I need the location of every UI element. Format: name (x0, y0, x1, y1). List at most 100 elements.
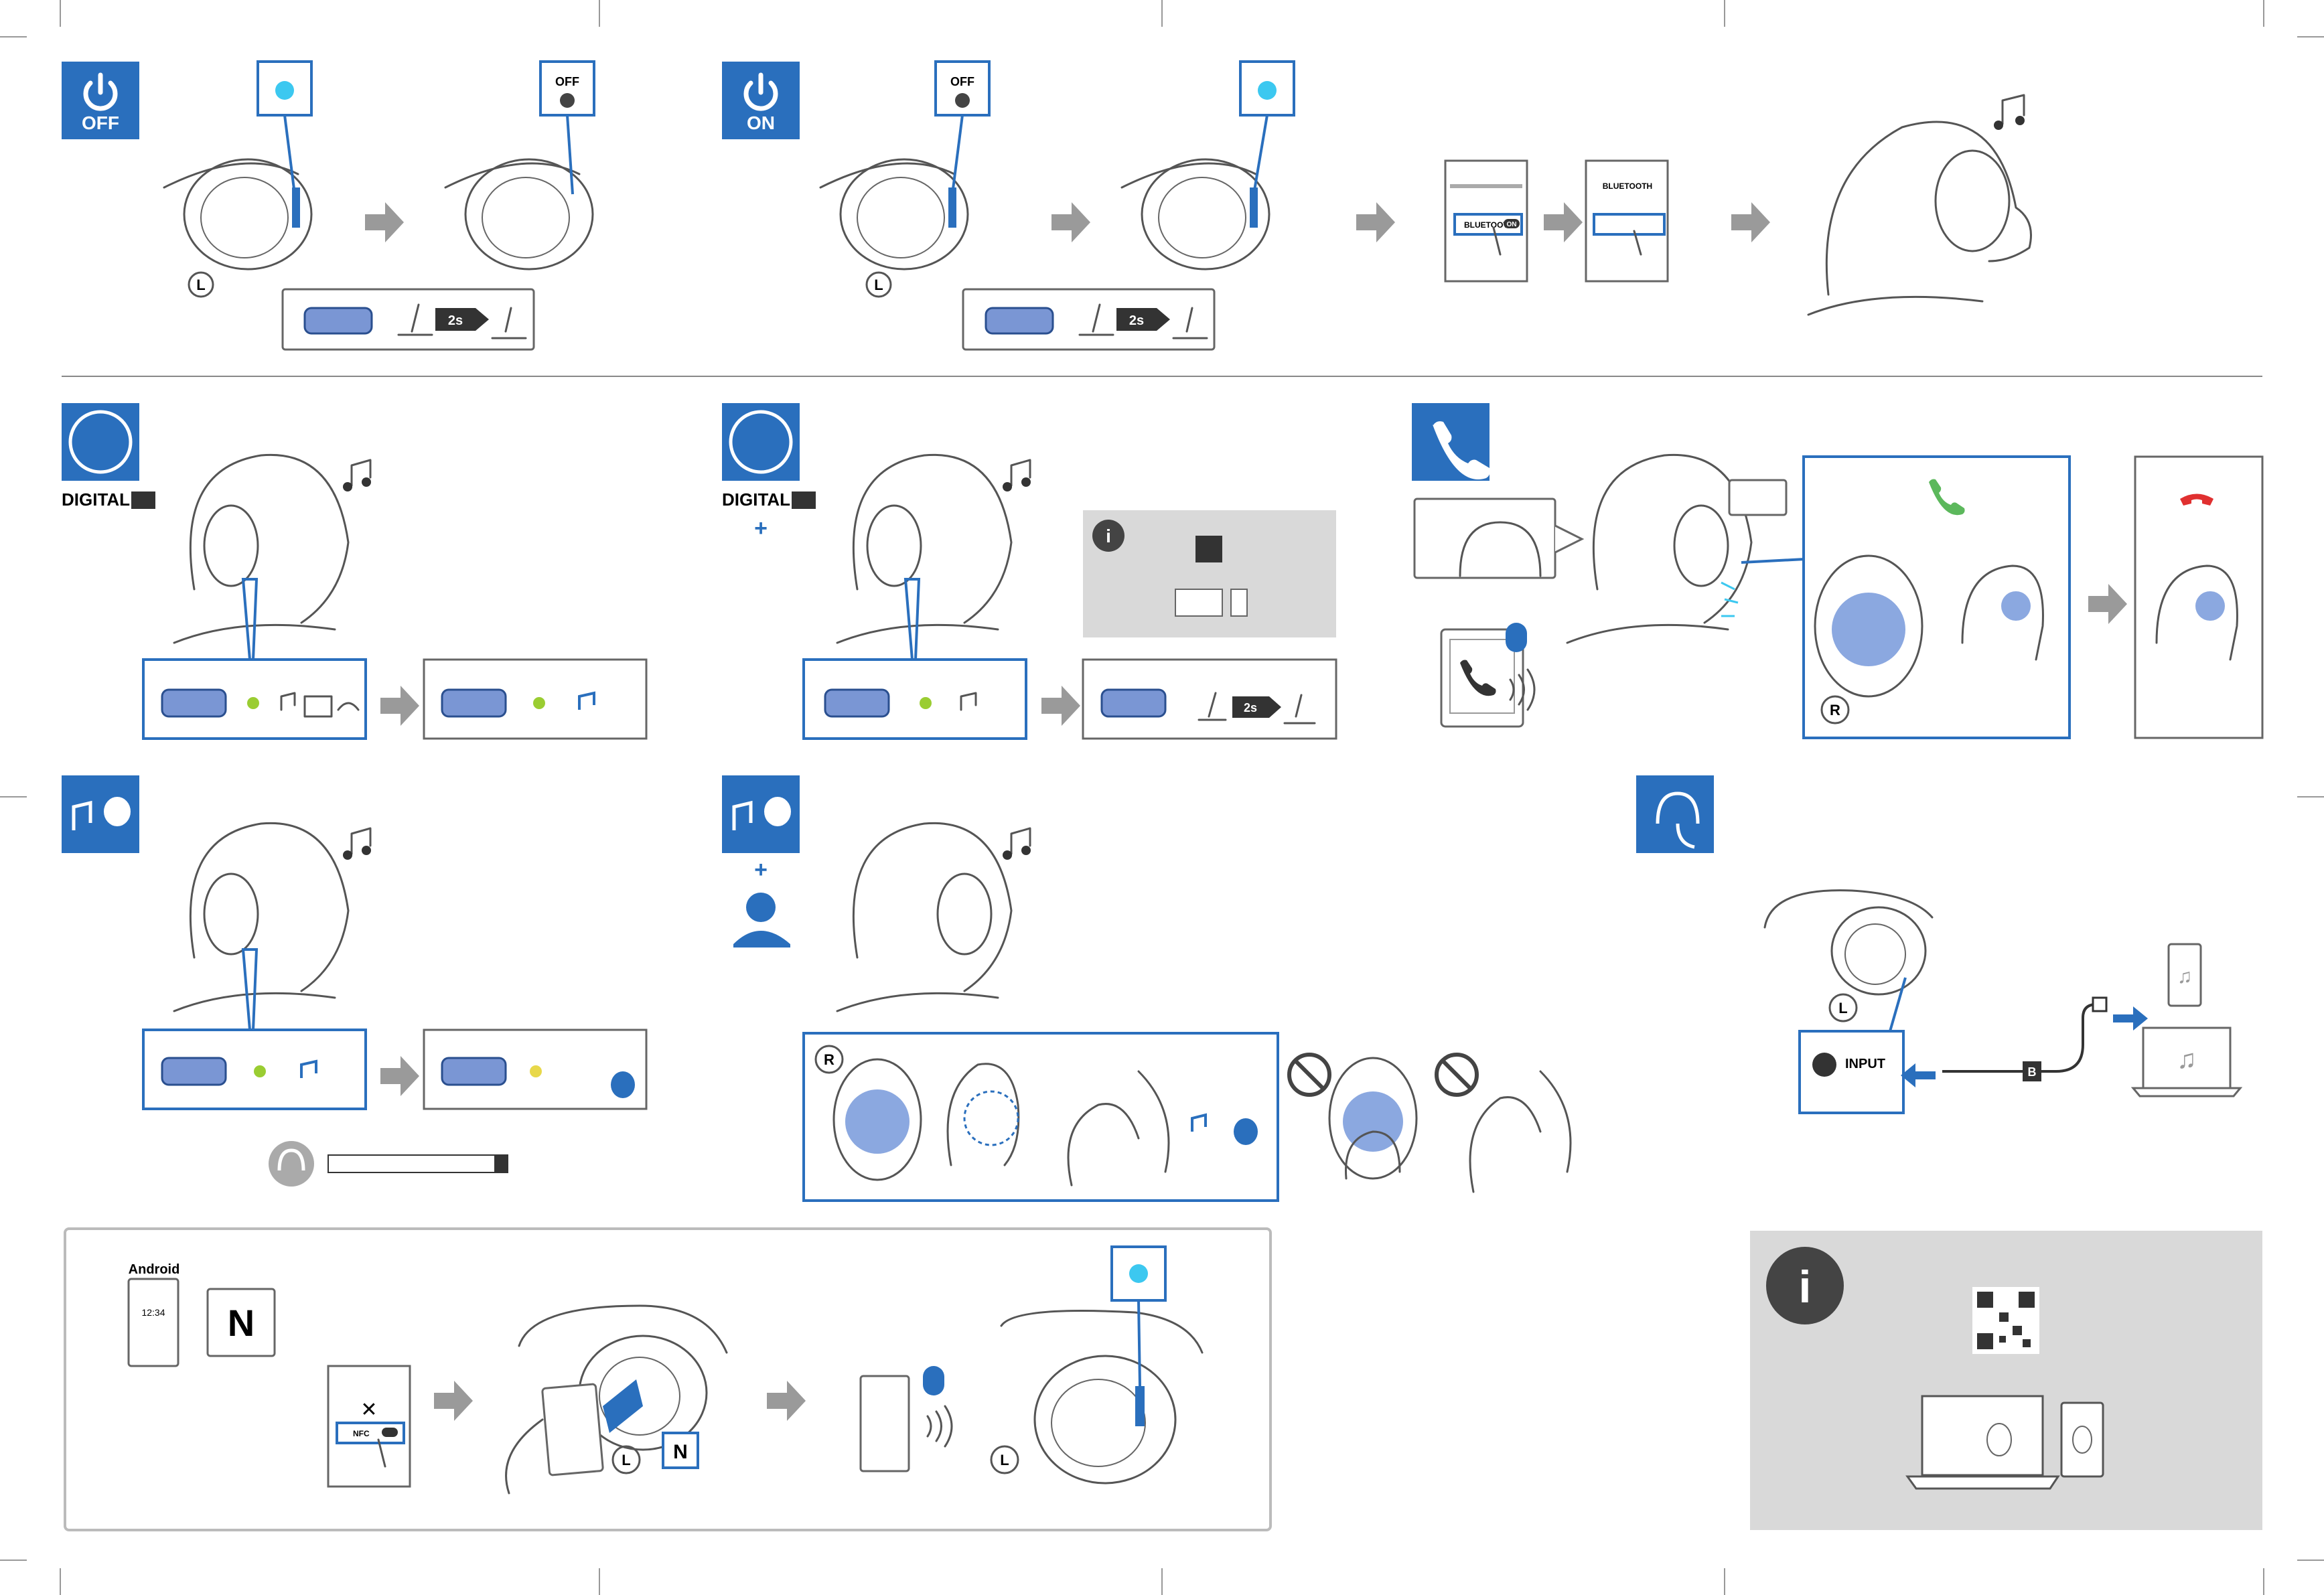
left-side-label: L (1000, 1452, 1009, 1468)
right-side-label: R (824, 1051, 834, 1068)
input-jack-icon (1812, 1053, 1836, 1077)
noise-cancel-section: DIGITAL (62, 403, 646, 739)
person-wearing-headphones (837, 823, 1011, 1011)
led-blue-icon (1258, 81, 1277, 100)
prohibited-grip-icon (1437, 1055, 1571, 1192)
wired-connection-section: L INPUT B ♫ ♫ (1636, 775, 2240, 1113)
led-blue-icon (1129, 1264, 1148, 1283)
bluetooth-toggle-label: ON (1507, 221, 1517, 228)
voice-icon (611, 1071, 635, 1098)
music-note-icon (1003, 828, 1031, 860)
person-wearing-headphones (174, 823, 348, 1011)
music-note-icon (343, 828, 371, 860)
phone-device-list: BLUETOOTH (1586, 161, 1668, 281)
timer-label: 2s (1244, 701, 1257, 714)
phone-bluetooth-settings: BLUETOOTH ON (1445, 161, 1527, 281)
search-icon[interactable] (494, 1155, 508, 1172)
connect-arrow-icon (1901, 1063, 1936, 1087)
button-square-icon (1195, 536, 1222, 562)
svg-text:i: i (1106, 526, 1111, 546)
power-on-section: ON OFF L 2s (722, 62, 2031, 350)
left-side-label: L (622, 1452, 630, 1468)
nfc-logo-icon: N (673, 1441, 688, 1463)
nc-logo-icon (792, 491, 816, 509)
answer-call-panel (1804, 457, 2069, 738)
touch-sensor-icon (845, 1089, 910, 1154)
arrow-icon (1544, 202, 1583, 242)
info-section: i (1750, 1231, 2262, 1530)
led-green-icon (254, 1065, 266, 1077)
digital-nc-label: DIGITAL (722, 489, 790, 510)
headphone-earcup-on (1122, 159, 1269, 269)
arrow-icon (1356, 202, 1395, 242)
timer-label: 2s (448, 313, 463, 328)
cable-badge (1636, 775, 1714, 853)
plus-label: + (754, 857, 768, 883)
nc-button-icon (442, 1058, 506, 1085)
nc-logo-icon (131, 491, 155, 509)
person-wearing-headphones (1808, 122, 2031, 315)
clock-label: 12:34 (141, 1307, 165, 1318)
nfc-pairing-section: Android 12:34 N ✕ NFC L N (65, 1229, 1270, 1530)
led-green-icon (920, 697, 932, 709)
headphone-earcup-off (820, 159, 968, 269)
music-note-icon (1003, 460, 1031, 491)
bluetooth-icon (923, 1366, 944, 1395)
led-off-icon (955, 93, 970, 108)
left-side-label: L (196, 277, 205, 293)
left-side-label: L (1838, 1000, 1847, 1016)
mic-callout (1729, 480, 1786, 515)
laptop-icon (1175, 589, 1222, 616)
device-list-item[interactable] (1594, 214, 1664, 234)
person-wearing-headphones (174, 455, 348, 643)
headphone-top-view (1414, 499, 1555, 578)
cable-tag-label: B (2028, 1065, 2037, 1079)
nfc-logo-icon: N (228, 1302, 255, 1344)
ambient-sound-section (62, 775, 646, 1187)
headphones-app-icon (269, 1141, 314, 1187)
person-wearing-headphones (1567, 455, 1751, 643)
headphones-folded (1765, 891, 1932, 994)
arrow-icon (380, 1056, 419, 1096)
qr-code-icon[interactable] (1972, 1287, 2039, 1354)
android-label: Android (129, 1262, 180, 1277)
music-note-icon (1994, 95, 2025, 130)
bluetooth-icon (1506, 623, 1527, 652)
led-off-label: OFF (950, 75, 974, 88)
noise-cancel-optimizer-section: DIGITAL + i 2s (722, 403, 1336, 739)
music-note-icon: ♫ (2177, 966, 2193, 988)
nfc-panel (65, 1229, 1270, 1530)
headphone-earcup-left (164, 159, 311, 269)
power-button-icon (305, 308, 372, 333)
digital-nc-label: DIGITAL (62, 489, 130, 510)
nc-button-icon (442, 690, 506, 716)
settings-tools-icon: ✕ (360, 1399, 377, 1421)
plus-label: + (754, 516, 768, 541)
nc-button-icon (162, 690, 226, 716)
led-off-label: OFF (555, 75, 579, 88)
power-button-icon (986, 308, 1053, 333)
nc-badge (62, 403, 139, 481)
search-input[interactable] (328, 1155, 508, 1172)
arrow-icon (1731, 202, 1770, 242)
nc-button-icon (1102, 690, 1165, 716)
phone-help-guide-icon (2061, 1403, 2103, 1476)
phone-connected-icon (861, 1376, 909, 1471)
prohibited-full-cover-icon (1289, 1055, 1417, 1179)
phone-icon (1231, 589, 1247, 616)
android-phone-icon: 12:34 (129, 1279, 178, 1366)
touch-sensor-icon (1832, 593, 1905, 666)
svg-text:i: i (1799, 1262, 1812, 1312)
power-on-badge-label: ON (747, 112, 775, 133)
arrow-icon (1051, 202, 1090, 242)
bluetooth-title-label: BLUETOOTH (1603, 181, 1652, 191)
call-section: R (1412, 403, 2262, 738)
arrow-icon (2088, 584, 2127, 624)
quick-attention-section: + R (722, 775, 1571, 1201)
nc-button-icon (162, 1058, 226, 1085)
power-off-badge-label: OFF (82, 112, 119, 133)
nc-badge (722, 403, 800, 481)
person-wearing-headphones (837, 455, 1011, 643)
laptop-help-guide-icon (1907, 1396, 2058, 1489)
